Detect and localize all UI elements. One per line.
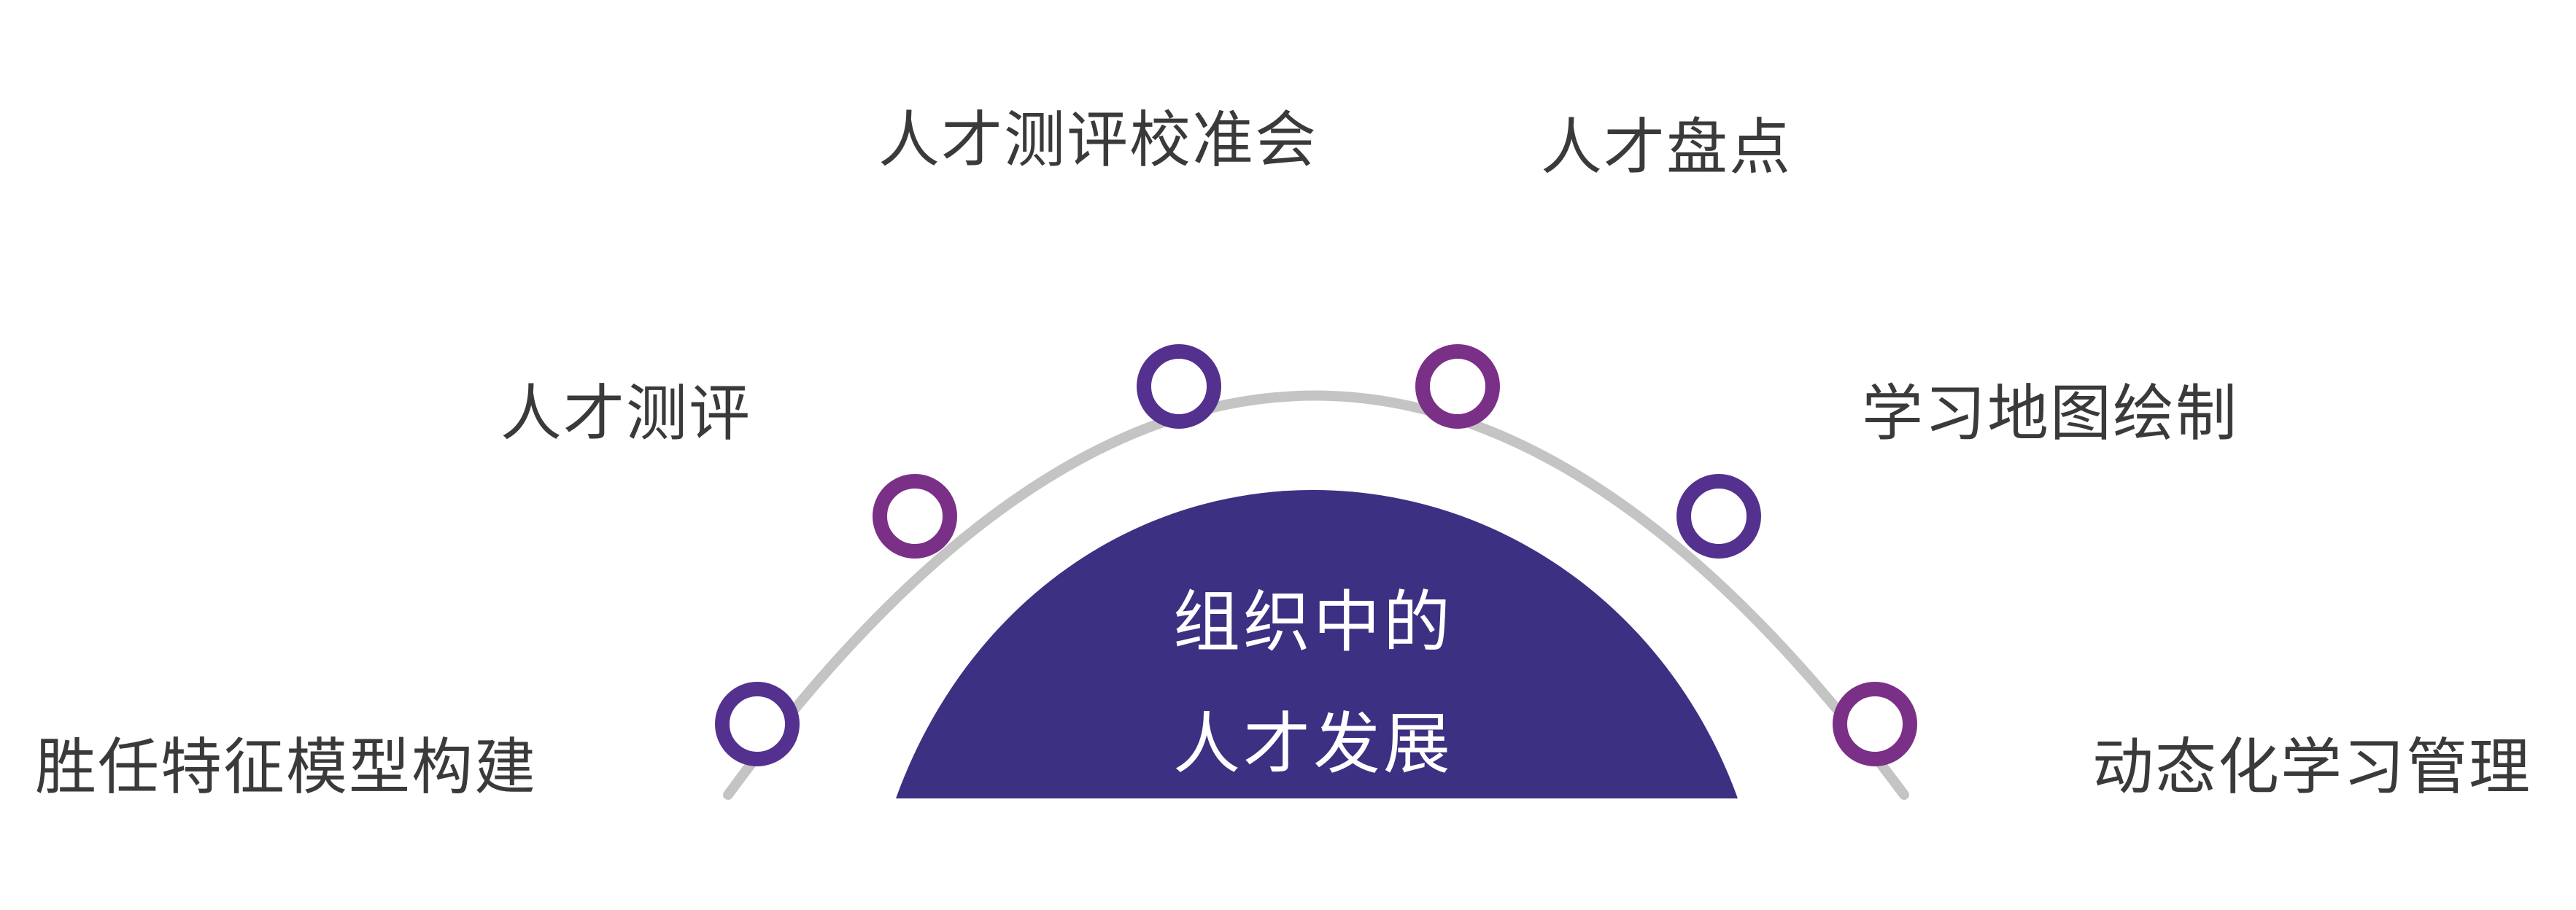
outer-arc xyxy=(723,390,1909,800)
node-label-calibration-meeting: 人才测评校准会 xyxy=(878,104,1318,176)
node-marker-learning-map xyxy=(1676,474,1761,559)
node-marker-dynamic-learning xyxy=(1833,682,1917,766)
center-title-line-2: 人才发展 xyxy=(1172,705,1454,783)
node-label-competency-model: 胜任特征模型构建 xyxy=(35,731,538,803)
node-label-talent-review: 人才盘点 xyxy=(1541,112,1792,183)
node-marker-talent-assessment xyxy=(873,474,957,559)
node-marker-calibration-meeting xyxy=(1137,344,1221,429)
node-label-learning-map: 学习地图绘制 xyxy=(1862,378,2239,449)
node-markers xyxy=(715,344,1917,766)
node-marker-talent-review xyxy=(1415,344,1500,429)
center-dome xyxy=(896,490,1738,798)
node-label-talent-assessment: 人才测评 xyxy=(500,378,752,449)
node-label-dynamic-learning: 动态化学习管理 xyxy=(2092,731,2532,803)
center-title-line-1: 组织中的 xyxy=(1172,583,1454,661)
node-marker-competency-model xyxy=(715,682,800,766)
